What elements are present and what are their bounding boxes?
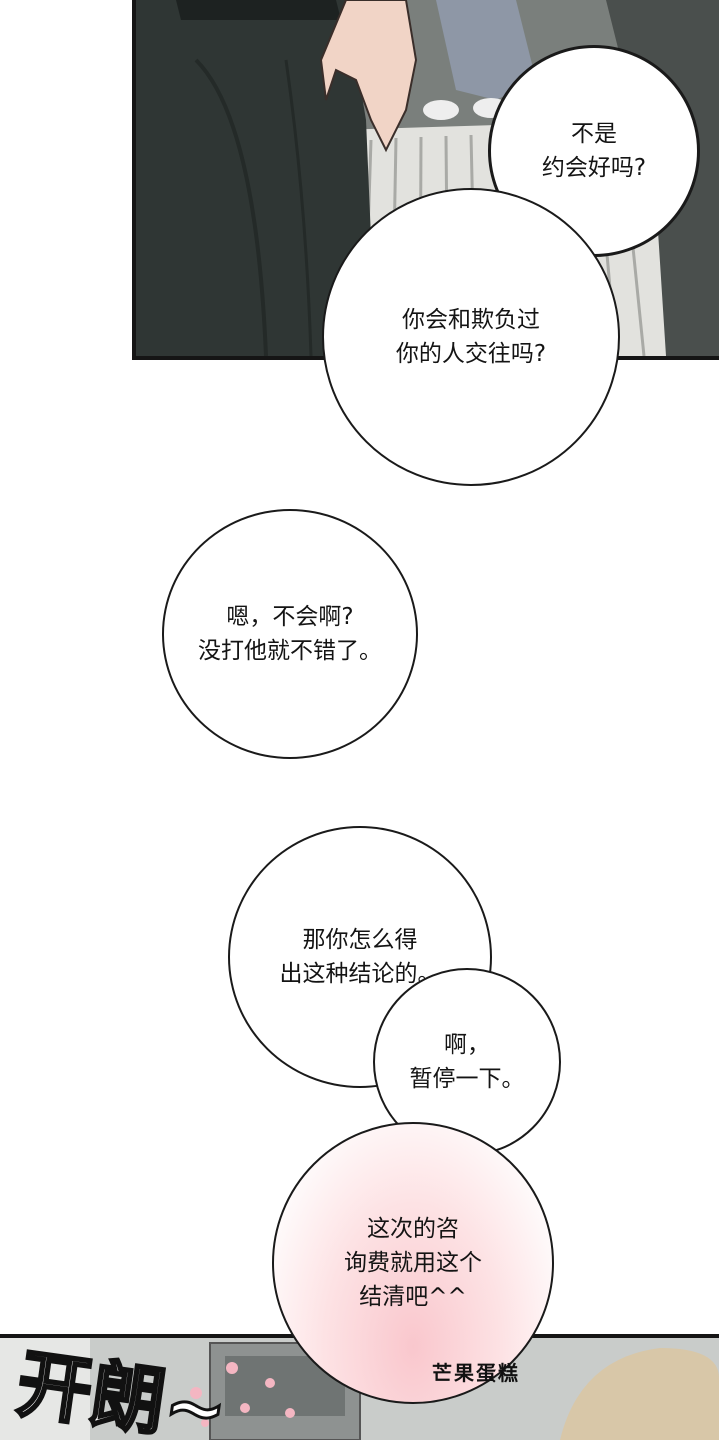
speech-bubble-2: 你会和欺负过 你的人交往吗? (322, 188, 620, 486)
bubble-1-line-2: 约会好吗? (541, 155, 647, 181)
bubble-4-line-2: 出这种结论的。 (279, 961, 441, 987)
hair (560, 1348, 719, 1440)
speech-bubble-6: 这次的咨 询费就用这个 结清吧^^ (272, 1122, 554, 1404)
bubble-2-line-2: 你的人交往吗? (395, 341, 547, 367)
bubble-6-line-2: 询费就用这个 (344, 1250, 482, 1276)
figure-pants (136, 0, 376, 356)
bubble-6-line-3: 结清吧^^ (359, 1284, 467, 1310)
bubble-6-line-1: 这次的咨 (367, 1216, 459, 1242)
bubble-3-line-1: 嗯，不会啊? (226, 604, 354, 630)
sound-effect: 开朗~ (11, 1339, 234, 1440)
hand (319, 0, 418, 153)
watermark: 芒果蛋糕 (432, 1361, 520, 1385)
bubble-4-line-1: 那你怎么得 (302, 927, 418, 953)
speech-bubble-3: 嗯，不会啊? 没打他就不错了。 (162, 509, 418, 759)
bubble-5-line-2: 暂停一下。 (409, 1066, 525, 1092)
bubble-3-line-2: 没打他就不错了。 (198, 638, 382, 664)
panel-illustration-bottom (0, 1338, 719, 1440)
bubble-1-line-1: 不是 (571, 121, 617, 147)
bubble-2-line-1: 你会和欺负过 (402, 307, 540, 333)
bubble-5-line-1: 啊， (444, 1032, 490, 1058)
